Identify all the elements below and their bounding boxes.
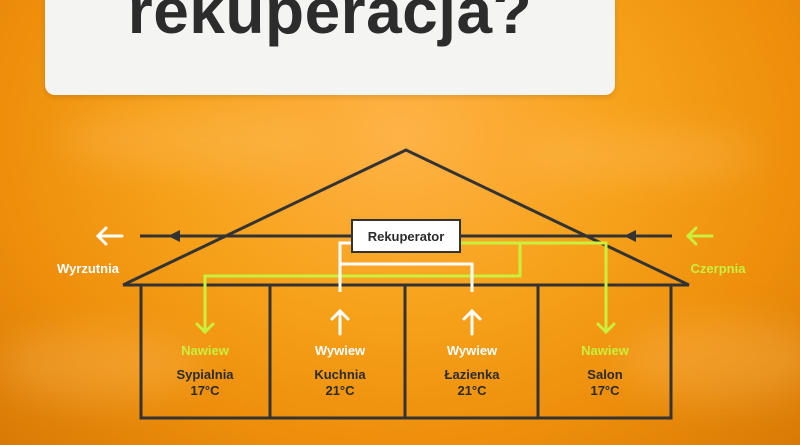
room-temperature: 17°C (190, 383, 220, 398)
exhaust-arrow-icon (330, 308, 350, 336)
house-roof (122, 148, 690, 287)
intake-outlet-label: Czerpnia (690, 261, 746, 276)
exhaust-out-arrow-icon (95, 226, 124, 246)
room-name: Kuchnia (314, 367, 366, 382)
room-name: Sypialnia (176, 367, 234, 382)
exhaust-outlet-label: Wyrzutnia (57, 261, 119, 276)
room-flow-label: Nawiew (181, 343, 229, 358)
cloud-decoration (620, 320, 800, 400)
page-title: rekuperacja? (127, 0, 533, 47)
room-temperature: 21°C (325, 383, 355, 398)
supply-arrow-icon (195, 306, 215, 335)
rekuperator-unit: Rekuperator (351, 219, 461, 253)
room-flow-label: Wywiew (314, 343, 366, 358)
intake-in-arrow-icon (685, 226, 714, 246)
supply-arrow-icon (596, 306, 616, 335)
room-name: Salon (587, 367, 623, 382)
room-flow-label: Nawiew (581, 343, 629, 358)
duct-arrow (624, 230, 636, 242)
rekuperator-label: Rekuperator (367, 228, 445, 244)
room-temperature: 21°C (457, 383, 487, 398)
title-card: rekuperacja? (45, 0, 615, 95)
room-temperature: 17°C (590, 383, 620, 398)
cloud-decoration (60, 110, 320, 170)
room-name: Łazienka (444, 367, 500, 382)
duct-arrow (168, 230, 180, 242)
room-flow-label: Wywiew (446, 343, 498, 358)
cloud-decoration (520, 130, 760, 180)
supply-duct (203, 243, 522, 320)
supply-duct (461, 241, 608, 320)
exhaust-duct (338, 241, 351, 292)
exhaust-duct (340, 262, 474, 292)
exhaust-arrow-icon (462, 308, 482, 336)
cloud-decoration (0, 330, 200, 400)
